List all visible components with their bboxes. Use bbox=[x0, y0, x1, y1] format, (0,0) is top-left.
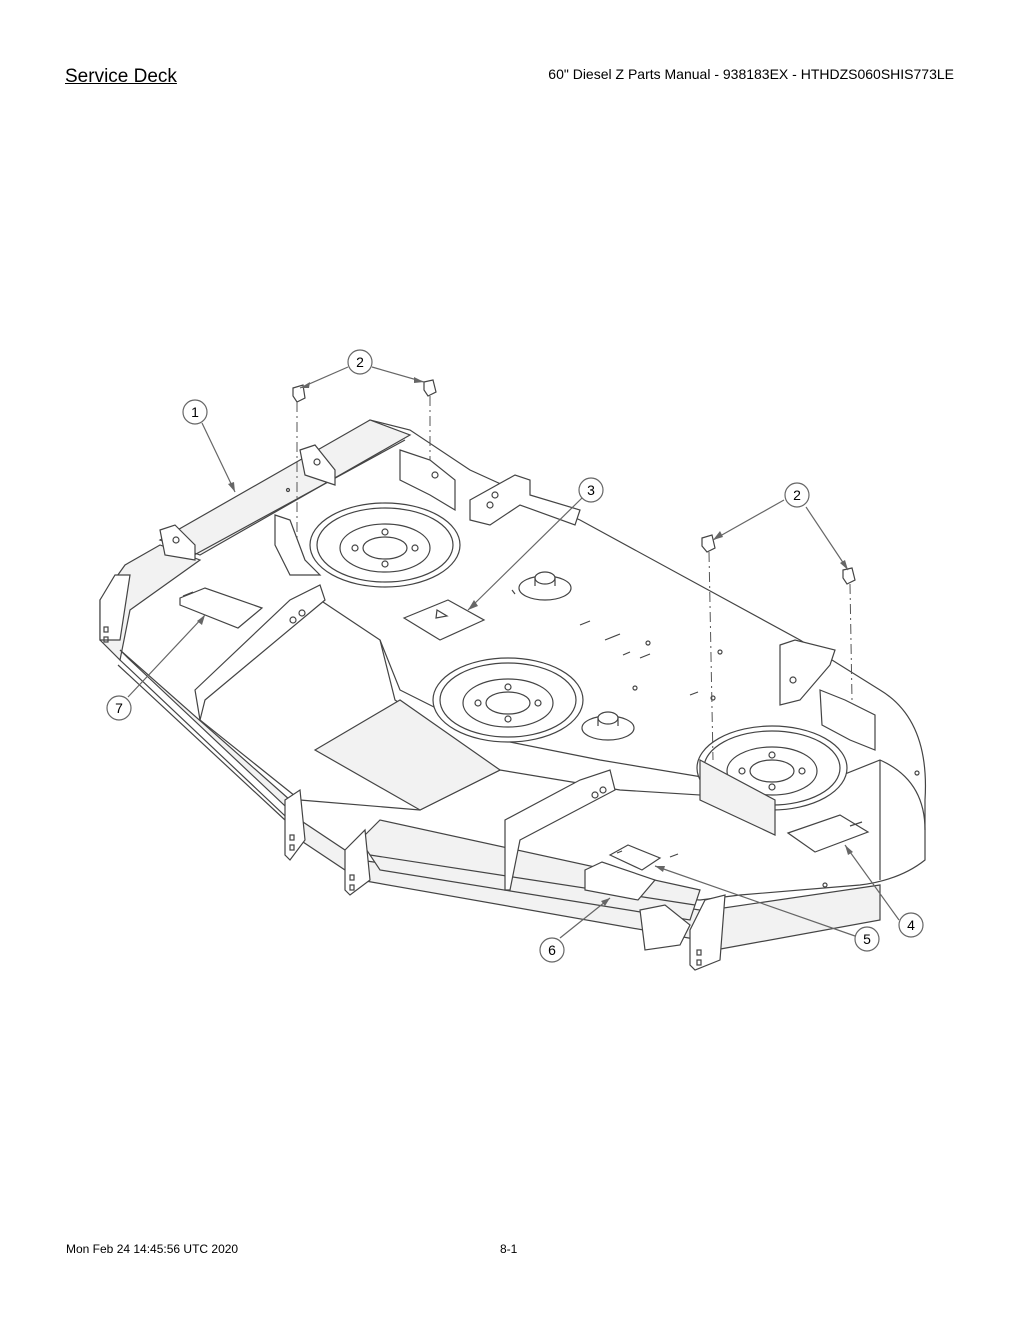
page-number: 8-1 bbox=[500, 1242, 518, 1256]
decal-7 bbox=[179, 587, 264, 629]
callout-label: 2 bbox=[793, 487, 801, 503]
decal-4 bbox=[786, 814, 870, 853]
decal-6 bbox=[584, 861, 657, 901]
manual-title: 60" Diesel Z Parts Manual - 938183EX - H… bbox=[548, 66, 954, 82]
callout-1: 1 bbox=[182, 399, 208, 425]
callout-label: 2 bbox=[356, 354, 364, 370]
callout-5: 5 bbox=[854, 926, 880, 952]
callout-2-right: 2 bbox=[784, 482, 810, 508]
callout-3: 3 bbox=[578, 477, 604, 503]
callout-6: 6 bbox=[539, 937, 565, 963]
callout-label: 6 bbox=[548, 942, 556, 958]
deck-slots bbox=[285, 487, 920, 888]
clip-fasteners bbox=[292, 379, 856, 761]
spindle-housings bbox=[309, 502, 848, 836]
callout-4: 4 bbox=[898, 912, 924, 938]
deck-brackets bbox=[99, 444, 876, 971]
decal-3 bbox=[402, 599, 486, 641]
callout-label: 5 bbox=[863, 931, 871, 947]
callout-7: 7 bbox=[106, 695, 132, 721]
callout-2-left-a: 2 bbox=[347, 349, 373, 375]
decal-5 bbox=[608, 844, 662, 871]
callout-label: 1 bbox=[191, 404, 199, 420]
idler-bosses bbox=[518, 571, 635, 741]
footer-date: Mon Feb 24 14:45:56 UTC 2020 bbox=[66, 1242, 239, 1256]
decals bbox=[179, 587, 870, 901]
callout-label: 7 bbox=[115, 700, 123, 716]
page-title: Service Deck bbox=[65, 66, 177, 87]
callout-label: 3 bbox=[587, 482, 595, 498]
leader-lines bbox=[127, 366, 900, 939]
callout-label: 4 bbox=[907, 917, 915, 933]
